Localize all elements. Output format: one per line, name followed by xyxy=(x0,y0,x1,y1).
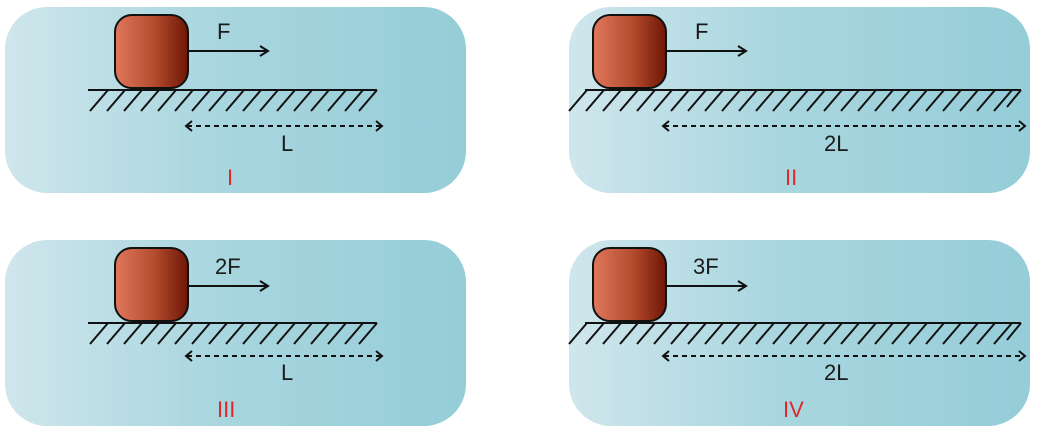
distance-label: 2L xyxy=(824,360,849,385)
panel-number: III xyxy=(217,397,236,422)
block xyxy=(114,14,189,89)
block xyxy=(592,247,667,322)
distance-label: L xyxy=(281,360,294,385)
force-label: F xyxy=(217,19,231,44)
ground xyxy=(568,89,1022,112)
panel-ii-drawing xyxy=(568,14,1027,132)
panel-number: I xyxy=(227,165,234,190)
panel-i-drawing xyxy=(88,14,384,132)
force-arrow xyxy=(666,280,748,292)
distance-marker xyxy=(184,120,384,132)
panel-number: IV xyxy=(783,397,804,422)
panel-number: II xyxy=(785,165,798,190)
ground xyxy=(568,322,1022,345)
block xyxy=(592,14,667,89)
panel-ii: F 2L II xyxy=(568,7,1030,193)
force-arrow xyxy=(666,45,748,57)
distance-marker xyxy=(661,120,1027,132)
ground xyxy=(88,89,378,112)
panel-i: F L I xyxy=(5,7,466,193)
panel-iii-drawing xyxy=(88,247,384,362)
ground xyxy=(88,322,378,345)
panel-iv: 3F 2L IV xyxy=(568,240,1030,426)
block xyxy=(114,247,189,322)
force-label: 2F xyxy=(215,254,241,279)
panel-iv-drawing xyxy=(568,247,1027,362)
distance-label: L xyxy=(281,131,294,156)
force-label: 3F xyxy=(693,254,719,279)
distance-label: 2L xyxy=(824,131,849,156)
distance-marker xyxy=(184,350,384,362)
distance-marker xyxy=(661,350,1027,362)
force-arrow xyxy=(188,45,270,57)
force-label: F xyxy=(695,19,709,44)
force-arrow xyxy=(188,280,270,292)
panel-iii: 2F L III xyxy=(5,240,466,426)
